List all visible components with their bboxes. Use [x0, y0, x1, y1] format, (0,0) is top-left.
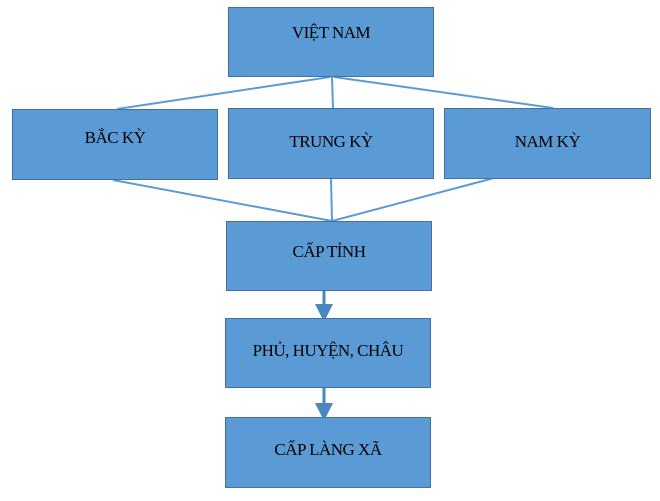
connector-root-nam [333, 76, 554, 109]
node-phu-huyen-chau: PHỦ, HUYỆN, CHÂU [225, 318, 431, 388]
connector-root-bac [116, 76, 331, 110]
connector-bac-tinh [112, 179, 333, 222]
node-label: CẤP TỈNH [292, 242, 366, 261]
node-label: PHỦ, HUYỆN, CHÂU [252, 341, 404, 360]
node-cap-tinh: CẤP TỈNH [226, 221, 432, 291]
node-trung-ky: TRUNG KỲ [228, 108, 434, 179]
connector-root-trung [331, 76, 334, 109]
connector-trung-tinh [330, 177, 333, 222]
node-label: CẤP LÀNG XÃ [274, 439, 382, 459]
connector-nam-tinh [331, 177, 495, 222]
node-nam-ky: NAM KỲ [444, 108, 651, 179]
node-cap-lang-xa: CẤP LÀNG XÃ [225, 417, 431, 488]
node-bac-ky: BẮC KỲ [12, 109, 218, 180]
node-viet-nam: VIỆT NAM [228, 7, 434, 77]
node-label: VIỆT NAM [291, 23, 371, 42]
node-label: NAM KỲ [514, 131, 581, 151]
node-label: BẮC KỲ [84, 127, 146, 147]
node-label: TRUNG KỲ [289, 131, 373, 151]
